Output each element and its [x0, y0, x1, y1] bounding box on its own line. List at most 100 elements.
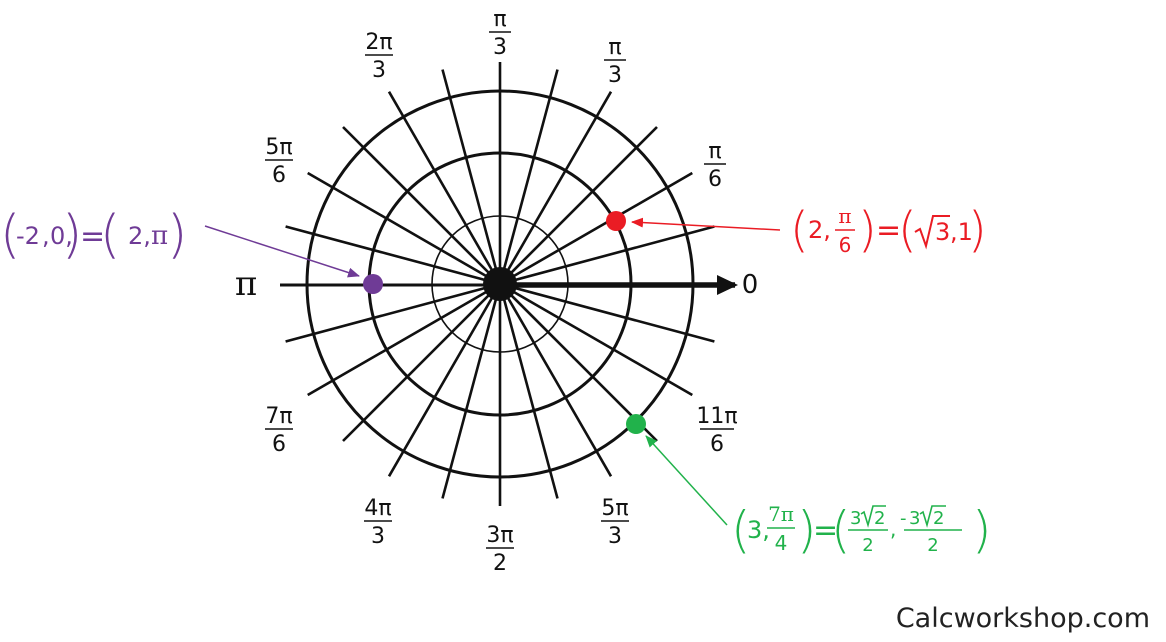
radial-line — [498, 91, 613, 285]
radial-line — [387, 283, 502, 477]
angle-label-denominator: 3 — [372, 58, 386, 83]
red-paren-open-2: ( — [898, 202, 917, 258]
red-theta-den: 6 — [839, 233, 852, 257]
angle-label-numerator: 7π — [265, 404, 292, 429]
watermark: Calcworkshop.com — [895, 603, 1150, 634]
radial-line — [342, 283, 501, 442]
radial-line — [499, 225, 715, 286]
red-y: ,1 — [950, 218, 973, 246]
radial-line — [498, 283, 559, 499]
angle-label-denominator: 6 — [708, 167, 722, 192]
angle-label-numerator: 11π — [696, 404, 737, 429]
red-annotation: ( 2, π 6 ) = ( 3 ,1 ) — [790, 202, 987, 258]
radial-line — [499, 126, 658, 285]
green-y-sqrt-sign — [919, 505, 946, 528]
radial-line — [441, 283, 502, 499]
green-r: 3, — [747, 516, 770, 544]
green-y-sign: - — [900, 508, 907, 529]
red-sqrt-sign — [914, 215, 950, 250]
angle-label-3pi-over-2: 3π2 — [486, 523, 514, 576]
radial-line — [441, 69, 502, 285]
green-equals: = — [813, 513, 838, 548]
angle-label-numerator: 4π — [364, 496, 391, 521]
angle-label-numerator: 5π — [265, 135, 292, 160]
green-leader-arrow — [645, 435, 728, 526]
purple-equals: = — [80, 219, 105, 254]
angle-label-numerator: 2π — [365, 30, 392, 55]
zero-axis-label: 0 — [742, 270, 759, 300]
radial-line — [499, 283, 658, 442]
angle-label-4pi-over-3: 4π3 — [364, 496, 392, 549]
angle-label-2pi-over-3: 2π3 — [365, 30, 393, 83]
purple-right-r: 2, — [128, 222, 151, 250]
green-theta-den: 4 — [775, 531, 788, 555]
angle-label-denominator: 6 — [272, 432, 286, 457]
purple-comma: , — [42, 222, 50, 250]
polar-axis-arrowhead — [717, 275, 738, 295]
red-theta-num: π — [838, 204, 851, 228]
purple-left-r: -2 — [16, 222, 40, 250]
green-paren-open-2: ( — [831, 501, 851, 559]
red-x-radicand: 3 — [935, 218, 950, 246]
point-red — [606, 211, 626, 231]
angle-label-numerator: 3π — [486, 523, 513, 548]
radial-line — [499, 282, 693, 397]
radial-line — [342, 126, 501, 285]
red-paren-close-1: ) — [858, 202, 877, 258]
red-r: 2, — [808, 216, 831, 244]
green-y-den: 2 — [927, 535, 938, 556]
radial-line — [307, 282, 501, 397]
angle-label-pi-over-3: π3 — [604, 35, 626, 88]
angle-label-5pi-over-3: 5π3 — [601, 496, 629, 549]
radial-line — [498, 283, 613, 477]
pi-axis-label: π — [235, 264, 257, 304]
angle-label-numerator: π — [493, 7, 506, 32]
green-x-den: 2 — [862, 535, 873, 556]
angle-label-denominator: 3 — [493, 35, 507, 60]
radial-line — [499, 282, 715, 343]
red-leader-arrow — [631, 217, 781, 231]
angle-label-denominator: 6 — [272, 163, 286, 188]
pole — [483, 267, 517, 301]
angle-label-denominator: 3 — [371, 524, 385, 549]
radial-line — [285, 225, 501, 286]
green-separator: , — [890, 517, 896, 541]
green-y-coef: 3 — [909, 508, 920, 529]
green-paren-close-1: ) — [797, 501, 817, 559]
purple-leader-arrow — [204, 225, 360, 278]
angle-label-pi-over-6: π6 — [704, 139, 726, 192]
green-x-radicand: 2 — [874, 508, 885, 529]
green-paren-open-1: ( — [731, 501, 751, 559]
red-paren-open-1: ( — [790, 202, 809, 258]
purple-right-theta: π — [151, 221, 168, 251]
angle-label-denominator: 3 — [608, 524, 622, 549]
point-green — [626, 414, 646, 434]
green-y-radicand: 2 — [933, 508, 944, 529]
radial-line — [307, 171, 501, 286]
green-theta-num: 7π — [768, 502, 794, 526]
radial-lines — [285, 62, 715, 506]
purple-paren-open-2: ( — [100, 205, 120, 265]
angle-label-denominator: 2 — [493, 551, 507, 576]
green-x-sqrt-sign — [860, 505, 886, 528]
purple-paren-open-1: ( — [0, 205, 20, 265]
green-x-coef: 3 — [850, 508, 861, 529]
green-annotation: ( 3, 7π 4 ) = ( 3 2 2 , - 3 2 2 ) — [731, 501, 992, 559]
angle-label-pi-over-3-top: π3 — [489, 7, 511, 60]
radial-line — [387, 91, 502, 285]
purple-paren-close-1: ) — [62, 205, 82, 265]
radial-line — [498, 69, 559, 285]
purple-annotation: ( -2 , 0, ) = ( 2, π ) — [0, 205, 187, 265]
angle-label-numerator: π — [708, 139, 721, 164]
red-paren-close-2: ) — [968, 202, 987, 258]
red-equals: = — [876, 213, 901, 248]
angle-label-denominator: 6 — [710, 432, 724, 457]
radial-line — [285, 282, 501, 343]
purple-paren-close-2: ) — [167, 205, 187, 265]
angle-label-numerator: π — [608, 35, 621, 60]
point-purple — [363, 274, 383, 294]
angle-label-5pi-over-6: 5π6 — [265, 135, 293, 188]
angle-label-denominator: 3 — [608, 63, 622, 88]
